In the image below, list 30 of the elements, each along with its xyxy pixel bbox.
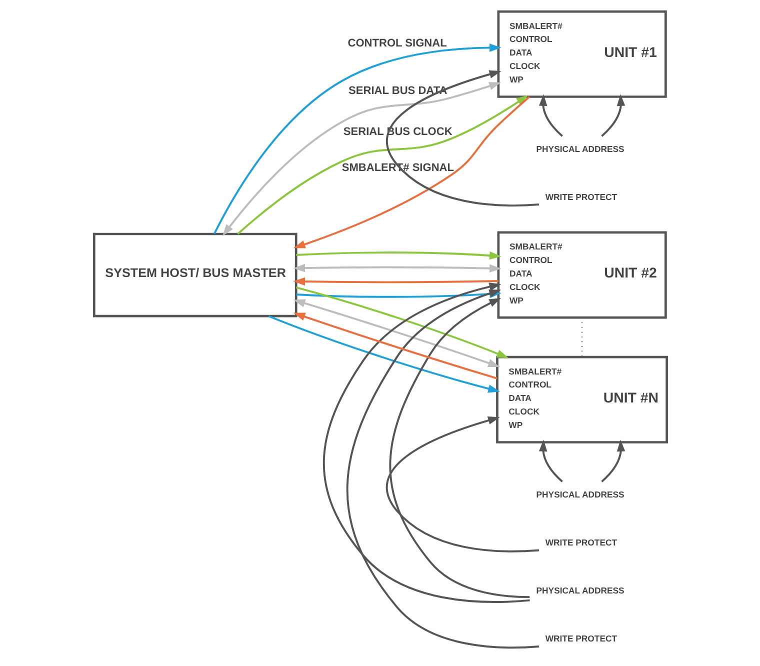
arrow (292, 277, 498, 286)
arrow (388, 298, 530, 598)
node-text: PHYSICAL ADDRESS (536, 586, 624, 596)
arrow (322, 282, 530, 603)
arrow (538, 440, 562, 482)
node-box: SYSTEM HOST/ BUS MASTER (92, 232, 297, 318)
arrow (386, 416, 539, 552)
arrow (292, 264, 501, 272)
node-text: WRITE PROTECT (544, 634, 617, 644)
arrow (296, 251, 501, 260)
arrow (222, 82, 501, 236)
edge-label: CONTROL SIGNAL (347, 37, 446, 50)
arrow (292, 312, 497, 380)
node-text: WRITE PROTECT (544, 537, 617, 548)
arrow (295, 286, 508, 358)
arrow (600, 94, 625, 137)
node-box: SMBALERT# CONTROL DATA CLOCK WP UNIT #N (496, 356, 668, 444)
arrow (292, 299, 500, 367)
node-box: SMBALERT# CONTROL DATA CLOCK WP UNIT #1 (496, 10, 666, 98)
arrow (212, 44, 501, 234)
node-box: SMBALERT# CONTROL DATA CLOCK WP UNIT #2 (496, 231, 666, 319)
node-text: PHYSICAL ADDRESS (536, 489, 624, 500)
arrow (538, 94, 562, 137)
node-text: WRITE PROTECT (544, 192, 617, 202)
arrow (236, 95, 528, 235)
arrow (292, 96, 530, 248)
node-text: PHYSICAL ADDRESS (536, 144, 624, 154)
arrow (386, 70, 538, 206)
arrow (268, 315, 500, 393)
arrow (600, 440, 625, 482)
